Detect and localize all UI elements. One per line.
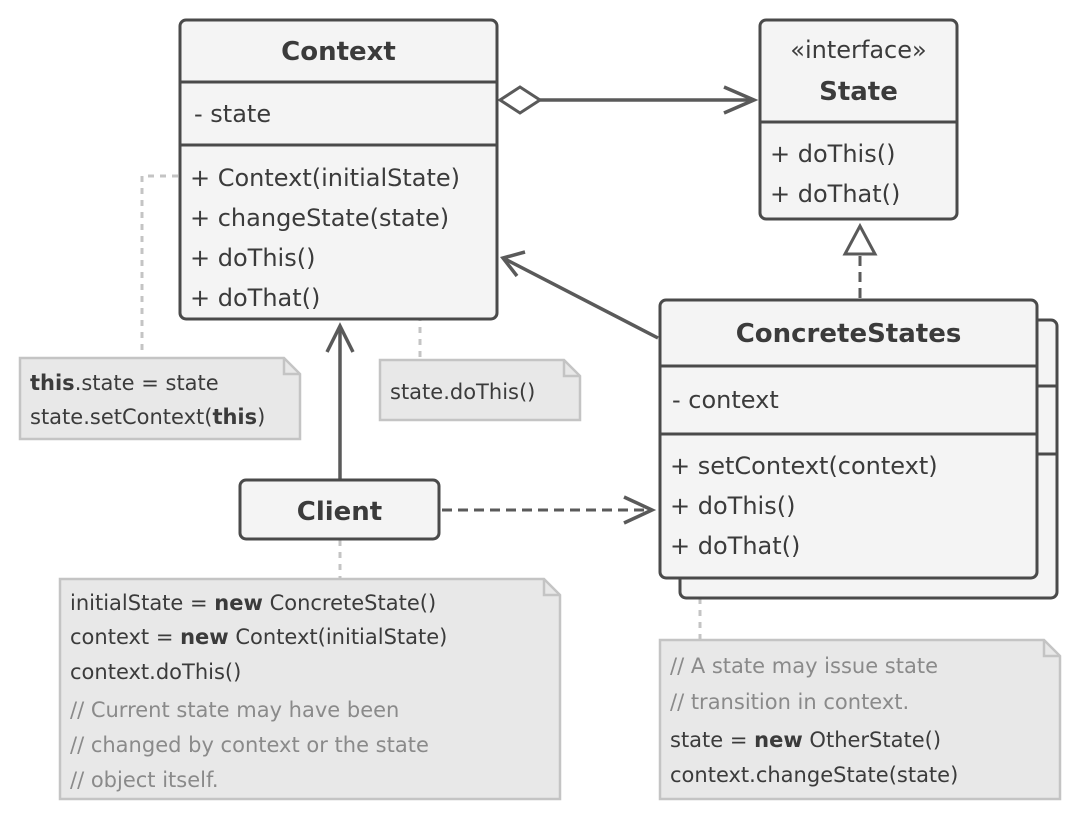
state-method-do-this: + doThis() [770, 140, 895, 168]
client-to-concrete-arrowhead-icon [623, 495, 657, 525]
do-this-note: state.doThis() [378, 358, 582, 422]
concrete-note-line-4: context.changeState(state) [670, 763, 958, 787]
context-method-change-state: + changeState(state) [190, 204, 449, 232]
constructor-note-line-2: state.setContext(this) [30, 405, 265, 429]
state-interface: «interface» State + doThis() + doThat() [758, 18, 959, 221]
realization-triangle-icon [842, 222, 878, 256]
client-note: initialState = new ConcreteState() conte… [58, 577, 562, 801]
aggregation-arrowhead-icon [723, 85, 759, 115]
concrete-states-class: ConcreteStates - context + setContext(co… [658, 298, 1059, 600]
concrete-to-context-connector [504, 257, 659, 340]
concrete-note-line-3: state = new OtherState() [670, 728, 941, 752]
context-method-do-this: + doThis() [190, 244, 315, 272]
context-title: Context [281, 37, 396, 67]
client-class: Client [238, 478, 441, 541]
client-note-line-3: context.doThis() [70, 660, 241, 684]
state-method-do-that: + doThat() [770, 180, 900, 208]
concrete-note: // A state may issue state // transition… [658, 638, 1062, 801]
concrete-to-context-arrowhead-icon [500, 250, 526, 278]
constructor-note-line-1: this.state = state [30, 371, 219, 395]
concrete-note-comment-1: // A state may issue state [670, 654, 938, 678]
context-class: Context - state + Context(initialState) … [178, 18, 499, 321]
concrete-method-do-this: + doThis() [670, 492, 795, 520]
do-this-note-line-1: state.doThis() [390, 380, 535, 404]
client-title: Client [297, 497, 382, 527]
state-title: State [819, 77, 898, 107]
client-note-comment-3: // object itself. [70, 768, 219, 792]
concrete-method-do-that: + doThat() [670, 532, 800, 560]
context-method-do-that: + doThat() [190, 284, 320, 312]
client-note-comment-2: // changed by context or the state [70, 733, 429, 757]
concrete-field-context: - context [672, 386, 779, 414]
state-stereotype: «interface» [790, 36, 926, 64]
constructor-note-anchor [140, 174, 178, 355]
concrete-title: ConcreteStates [736, 319, 962, 349]
client-note-line-1: initialState = new ConcreteState() [70, 591, 436, 615]
concrete-note-comment-2: // transition in context. [670, 690, 909, 714]
aggregation-diamond-icon [497, 85, 543, 115]
constructor-note: this.state = state state.setContext(this… [18, 356, 302, 441]
context-method-constructor: + Context(initialState) [190, 164, 460, 192]
concrete-method-set-context: + setContext(context) [670, 452, 938, 480]
client-to-context-arrowhead-icon [325, 322, 355, 353]
context-field-state: - state [194, 100, 271, 128]
client-note-comment-1: // Current state may have been [70, 698, 399, 722]
client-note-line-2: context = new Context(initialState) [70, 625, 447, 649]
